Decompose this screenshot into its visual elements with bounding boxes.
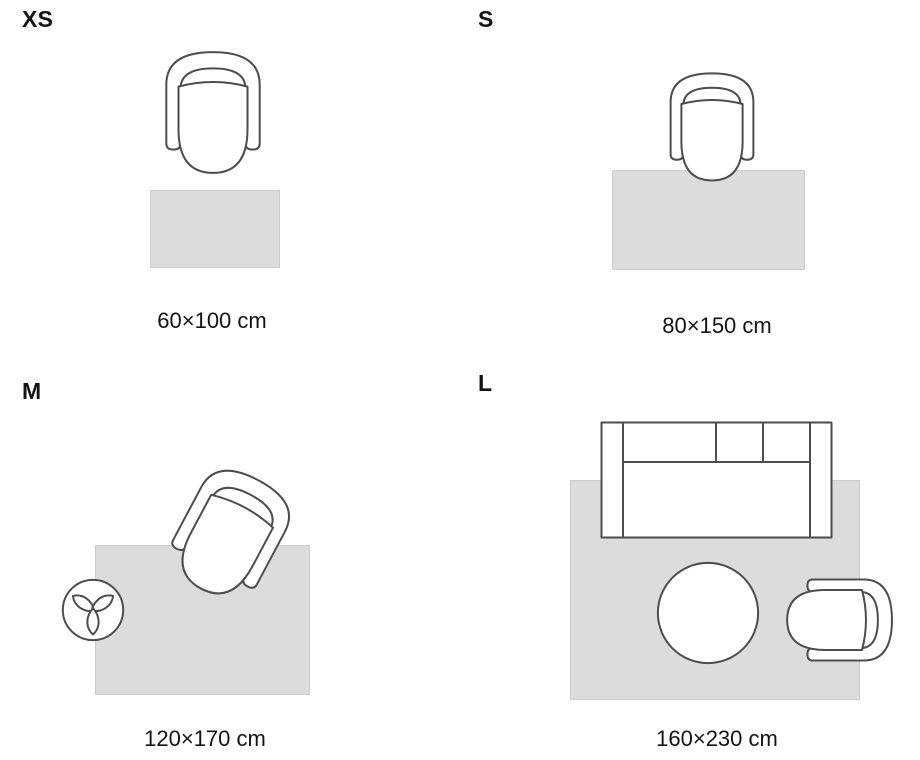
coffee-table-icon bbox=[655, 560, 761, 666]
size-label-xs: XS bbox=[22, 6, 54, 32]
dimensions-label-s: 80×150 cm bbox=[662, 313, 772, 338]
dimensions-label-xs: 60×100 cm bbox=[157, 308, 267, 333]
armchair-icon bbox=[152, 44, 274, 180]
plant-icon bbox=[60, 577, 126, 643]
rug-m bbox=[95, 545, 310, 695]
dimensions-label-l: 160×230 cm bbox=[656, 726, 778, 751]
dimensions-label-m: 120×170 cm bbox=[144, 726, 266, 751]
size-label-s: S bbox=[478, 6, 494, 32]
rug-xs bbox=[150, 190, 280, 268]
size-label-m: M bbox=[22, 378, 42, 404]
armchair-icon bbox=[781, 567, 899, 673]
sofa-icon bbox=[600, 421, 833, 539]
armchair-icon bbox=[658, 66, 766, 187]
size-label-l: L bbox=[478, 370, 493, 396]
rug-s bbox=[612, 170, 805, 270]
